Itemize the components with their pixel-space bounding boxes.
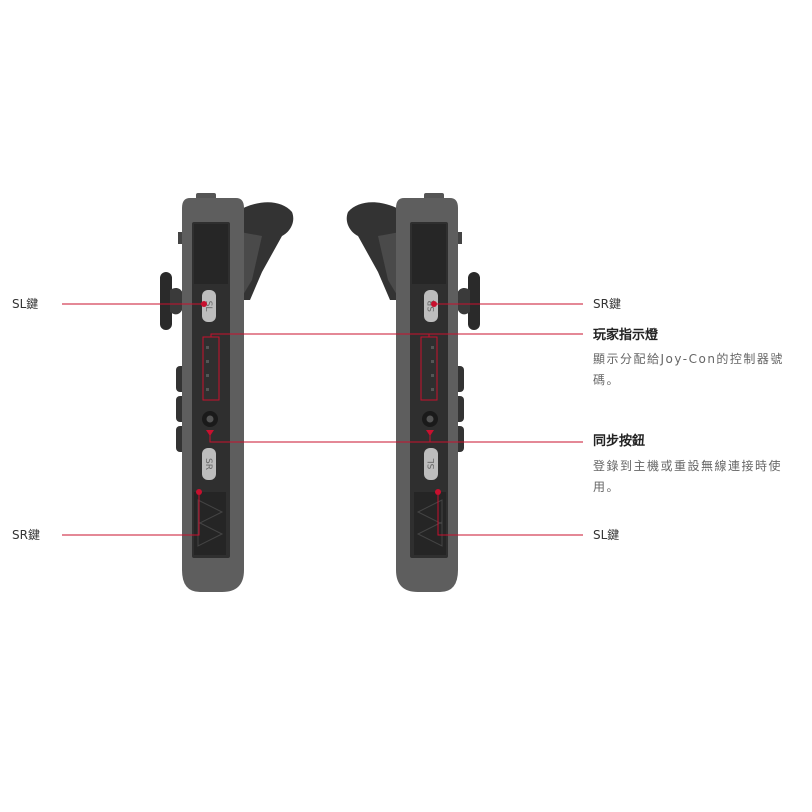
label-player-lights-desc: 顯示分配給Joy-Con的控制器號碼。 [593,352,784,387]
callout-left-sr [62,492,200,536]
right-joycon [346,192,481,593]
label-sync-title: 同步按鈕 [593,434,646,449]
label-left-sr: SR鍵 [12,528,40,542]
label-right-sl: SL鍵 [593,528,620,542]
label-left-sl: SL鍵 [12,297,39,311]
left-sr-button-label: SR [203,458,213,470]
label-right-sr: SR鍵 [593,297,621,311]
callout-right-sl [437,492,583,536]
left-sl-button-label: SL [203,301,213,312]
label-sync-desc: 登錄到主機或重設無線連接時使用。 [593,459,783,494]
left-joycon [159,192,294,593]
label-player-lights-title: 玩家指示燈 [593,328,659,343]
right-sl-button-label: SL [427,459,437,470]
callout-player-lights [210,333,583,337]
